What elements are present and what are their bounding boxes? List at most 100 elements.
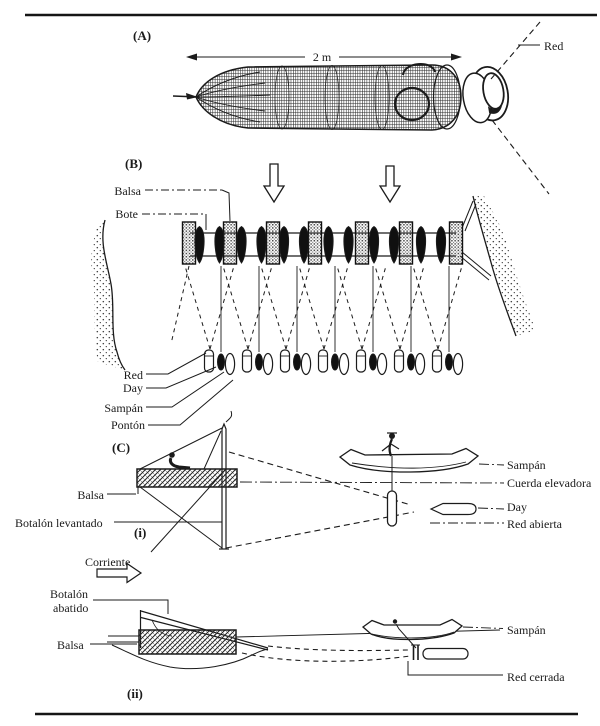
net-hoop-on-body — [393, 86, 431, 122]
net-suspension-line — [412, 265, 439, 350]
net-mouth-top-view — [279, 349, 291, 373]
net-suspension-line — [184, 265, 211, 350]
day-top-view — [217, 353, 225, 371]
net-mouth-top-view — [393, 349, 405, 373]
sampan-top-view — [300, 352, 312, 376]
label-corriente: Corriente — [85, 555, 130, 569]
raft-side-view-ii — [138, 629, 237, 655]
day-top-view — [293, 353, 301, 371]
float-group — [279, 349, 312, 376]
label-sampan-ii: Sampán — [507, 623, 546, 637]
dim-arrow-right — [451, 53, 462, 61]
bote-silhouette — [435, 225, 447, 264]
label-botalon-levantado: Botalón levantado — [15, 516, 103, 530]
label-day-i: Day — [507, 500, 527, 514]
label-sampan-b: Sampán — [104, 401, 143, 415]
panel-b-top-view: (B) Balsa — [91, 156, 536, 432]
net-top-loop — [402, 63, 436, 76]
net-body — [172, 63, 462, 131]
float-group — [203, 349, 236, 376]
current-right-arrow — [96, 562, 143, 584]
net-suspension-line — [298, 265, 325, 350]
net-mouth-top-view — [317, 349, 329, 373]
sampan-top-view — [338, 352, 350, 376]
red-callout: Red — [490, 21, 563, 195]
label-balsa-b: Balsa — [114, 184, 141, 198]
panel-a-cylindrical-net: (A) 2 m — [133, 21, 563, 195]
float-group — [241, 349, 274, 376]
label-red-a: Red — [544, 39, 563, 53]
bote-silhouette — [236, 225, 247, 264]
leader-cuerda — [239, 481, 505, 484]
raft-top-view — [398, 221, 414, 265]
label-red-b: Red — [124, 368, 143, 382]
net-mouth-top-view — [241, 349, 253, 373]
sampan-top-view — [262, 352, 274, 376]
label-day-b: Day — [123, 381, 143, 395]
net-suspension-line — [361, 265, 387, 350]
panel-b-callouts: Balsa Bote Red Day Sampán Pontón — [104, 184, 234, 432]
raft-row — [181, 221, 464, 265]
bote-silhouette — [298, 225, 310, 264]
bote-silhouette — [278, 225, 290, 264]
net-suspension-line — [170, 265, 190, 345]
sampan-i — [338, 432, 480, 527]
day-top-view — [445, 353, 453, 371]
panel-a-label: (A) — [133, 28, 151, 43]
net-suspension-line — [209, 265, 235, 350]
net-rope-top-ii — [267, 645, 409, 652]
current-down-arrow-left — [262, 163, 286, 204]
net-suspension-line — [247, 265, 273, 350]
boom-stay-lines — [139, 427, 227, 553]
net-suspension-line — [323, 265, 349, 350]
bote-silhouette — [415, 225, 427, 264]
label-balsa-i: Balsa — [77, 488, 104, 502]
sampan-top-view — [224, 352, 236, 376]
sampan-top-view — [376, 352, 388, 376]
label-botalon-ii-2: abatido — [53, 601, 88, 615]
current-down-arrow-right — [378, 165, 402, 204]
net-mouth-ring — [462, 65, 510, 124]
raft-top-view — [354, 221, 370, 265]
label-botalon-ii-1: Botalón — [50, 587, 88, 601]
bote-silhouette — [194, 225, 205, 264]
person-on-raft — [168, 452, 191, 470]
panel-ci-callouts — [430, 463, 505, 524]
label-cuerda: Cuerda elevadora — [507, 476, 592, 490]
day-top-view — [255, 353, 263, 371]
float-row — [203, 349, 464, 376]
raft-top-view — [265, 221, 281, 265]
day-top-view — [407, 353, 415, 371]
closed-net — [411, 644, 420, 660]
day-top-view — [331, 353, 339, 371]
sampan-top-view — [414, 352, 426, 376]
label-bote: Bote — [115, 207, 138, 221]
net-gather-lines — [195, 71, 271, 123]
dimension-text: 2 m — [313, 50, 332, 64]
net-mouth-top-view — [431, 349, 443, 373]
net-suspension-line — [374, 265, 401, 350]
bote-silhouette — [323, 225, 334, 264]
net-weight — [386, 490, 398, 527]
day-top-view — [369, 353, 377, 371]
leader-botalon-abatido — [93, 599, 169, 614]
float-group — [317, 349, 350, 376]
bote-silhouette — [388, 225, 400, 264]
net-rope-bottom-ii — [241, 652, 411, 662]
panel-c-side-view-open: (C) — [15, 410, 592, 584]
hanging-net-lines — [170, 265, 463, 352]
label-red-cerrada: Red cerrada — [507, 670, 565, 684]
bote-silhouette — [343, 225, 354, 264]
net-end-cap — [432, 64, 462, 130]
raft-top-view — [222, 221, 238, 265]
net-suspension-line — [336, 265, 363, 350]
right-shore — [459, 195, 536, 337]
net-suspension-line — [437, 265, 463, 350]
dim-arrow-left — [186, 53, 197, 61]
float-group — [431, 349, 464, 376]
boat-row — [194, 225, 447, 264]
float-group — [393, 349, 426, 376]
leader-red-cerrada — [407, 661, 503, 676]
bote-silhouette — [256, 225, 267, 264]
